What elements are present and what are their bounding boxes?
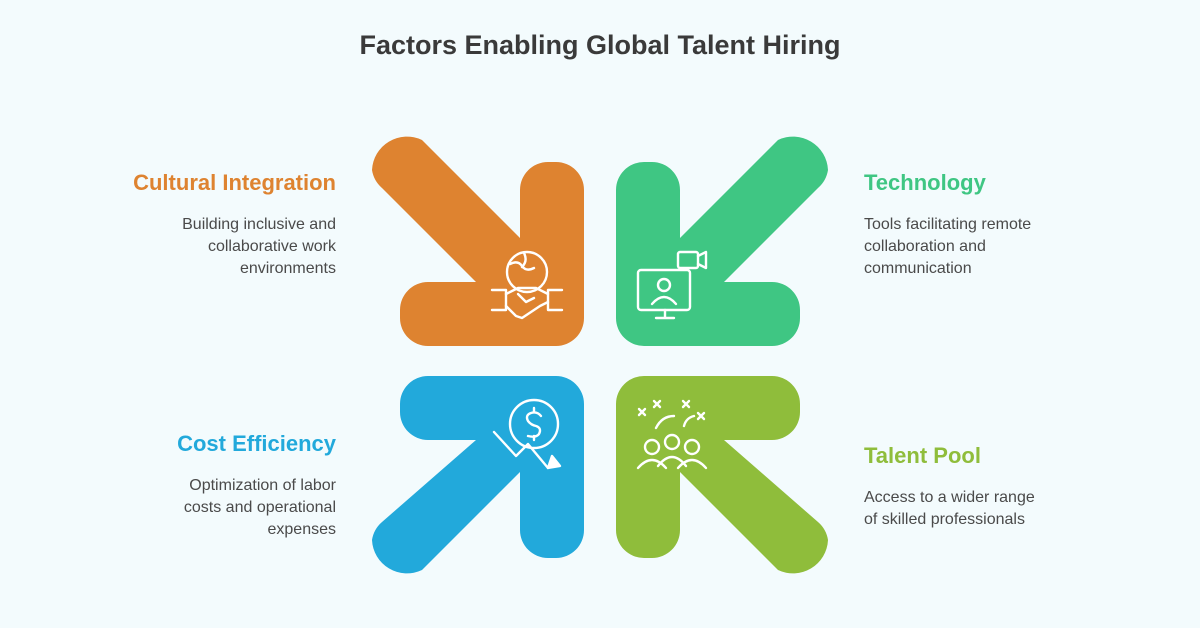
desc-line: of skilled professionals <box>864 511 1025 528</box>
desc-line: Access to a wider range <box>864 489 1035 506</box>
factor-heading: Technology <box>864 170 986 195</box>
factor-cultural-integration: Cultural Integration Building inclusive … <box>36 170 336 280</box>
factor-technology: Technology Tools facilitating remote col… <box>864 170 1164 280</box>
desc-line: communication <box>864 260 972 277</box>
arrow-talent-pool <box>616 376 828 574</box>
video-call-monitor-icon <box>636 250 708 320</box>
arrow-technology <box>616 136 828 346</box>
factor-talent-pool: Talent Pool Access to a wider range of s… <box>864 443 1164 531</box>
factor-heading: Cultural Integration <box>133 170 336 195</box>
factor-description: Access to a wider range of skilled profe… <box>864 487 1164 531</box>
page-title: Factors Enabling Global Talent Hiring <box>359 30 841 60</box>
factor-cost-efficiency: Cost Efficiency Optimization of labor co… <box>36 431 336 541</box>
factor-heading: Talent Pool <box>864 443 981 468</box>
handshake-globe-icon <box>490 250 564 320</box>
desc-line: Building inclusive and <box>182 216 336 233</box>
arrow-cost-efficiency <box>372 376 584 574</box>
dollar-decrease-icon <box>492 398 562 470</box>
desc-line: collaboration and <box>864 238 986 255</box>
desc-line: costs and operational <box>183 499 336 516</box>
factor-description: Building inclusive and collaborative wor… <box>36 214 336 280</box>
factor-description: Tools facilitating remote collaboration … <box>864 214 1164 280</box>
factor-description: Optimization of labor costs and operatio… <box>36 475 336 541</box>
desc-line: expenses <box>267 521 337 538</box>
desc-line: collaborative work <box>207 238 336 255</box>
desc-line: Optimization of labor <box>189 477 336 494</box>
desc-line: Tools facilitating remote <box>864 216 1032 233</box>
desc-line: environments <box>239 260 336 277</box>
factor-heading: Cost Efficiency <box>177 431 336 456</box>
group-people-icon <box>636 399 708 470</box>
arrow-cultural-integration <box>372 136 584 346</box>
